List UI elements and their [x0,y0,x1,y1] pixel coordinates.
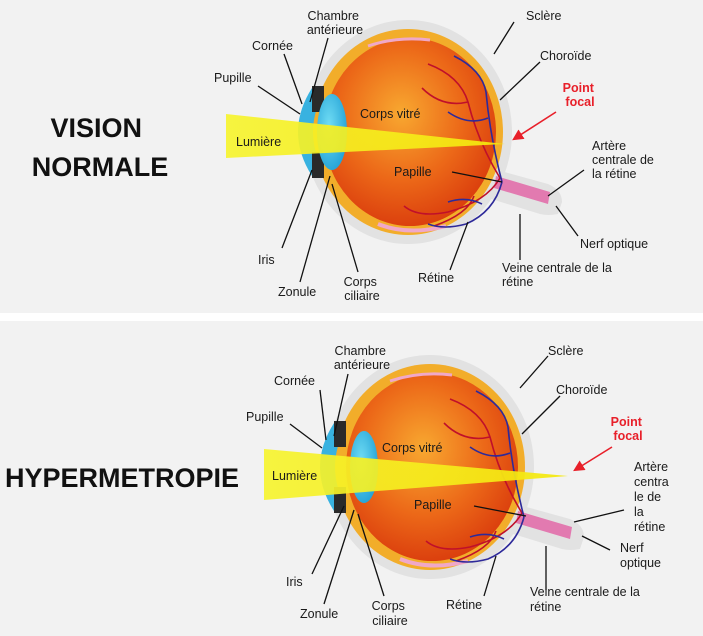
panel-divider [0,313,703,321]
label-veine-centrale: Veine centrale de la rétine [502,261,615,289]
leader-lines [289,355,625,605]
iris-bottom [312,152,324,178]
label-artere-centrale: Artère centra le de la rétine [634,460,672,534]
label-choroide: Choroïde [540,49,591,63]
label-corps-ciliaire: Corps ciliaire [344,275,381,303]
label-papille: Papille [394,165,432,179]
label-cornee: Cornée [274,374,315,388]
panel-vision-normale: VISION NORMALE Chambre antérieure Cornée… [32,9,657,303]
label-veine-centrale: Veine centrale de la rétine [530,585,643,614]
iris-top [312,86,324,112]
label-choroide: Choroïde [556,383,607,397]
light-beam [226,114,505,158]
label-nerf-optique: Nerf optique [580,237,648,251]
label-zonule: Zonule [300,607,338,621]
label-retine: Rétine [418,271,454,285]
light-beam [264,449,568,500]
panel-title: HYPERMETROPIE [5,463,239,493]
label-lumiere: Lumière [236,135,281,149]
label-iris: Iris [258,253,275,267]
leader-lines [257,21,585,283]
label-chambre-anterieure: Chambre antérieure [334,344,390,372]
panel-hypermetropie: HYPERMETROPIE Chambre antérieure Cornée … [5,344,672,628]
optic-nerve-core [494,176,550,204]
label-point-focal: Point focal [611,415,646,443]
label-sclere: Sclère [526,9,561,23]
red-arrow-icon [573,446,613,472]
retina-band [377,222,447,233]
label-sclere: Sclère [548,344,583,358]
label-chambre-anterieure: Chambre antérieure [307,9,363,37]
blood-vessels [403,55,503,228]
blood-vessels [425,390,525,563]
label-cornee: Cornée [252,39,293,53]
panel-title: VISION NORMALE [32,113,169,182]
label-pupille: Pupille [246,410,284,424]
label-corps-vitre: Corps vitré [382,441,442,455]
iris-top [334,421,346,447]
label-pupille: Pupille [214,71,252,85]
label-corps-ciliaire: Corps ciliaire [372,599,409,628]
retina-band [389,372,453,383]
label-papille: Papille [414,498,452,512]
label-corps-vitre: Corps vitré [360,107,420,121]
retina-band [367,37,431,48]
optic-nerve-core [516,511,572,539]
retina-band [399,557,469,568]
red-arrow-icon [512,111,557,141]
title-line-1: VISION [50,113,142,143]
label-artere-centrale: Artère centrale de la rétine [592,139,657,181]
label-lumiere: Lumière [272,469,317,483]
label-nerf-optique: Nerf optique [620,541,661,570]
title-line-2: NORMALE [32,152,169,182]
label-retine: Rétine [446,598,482,612]
label-zonule: Zonule [278,285,316,299]
label-iris: Iris [286,575,303,589]
vitreous-shape [324,38,496,226]
label-point-focal: Point focal [563,81,598,109]
